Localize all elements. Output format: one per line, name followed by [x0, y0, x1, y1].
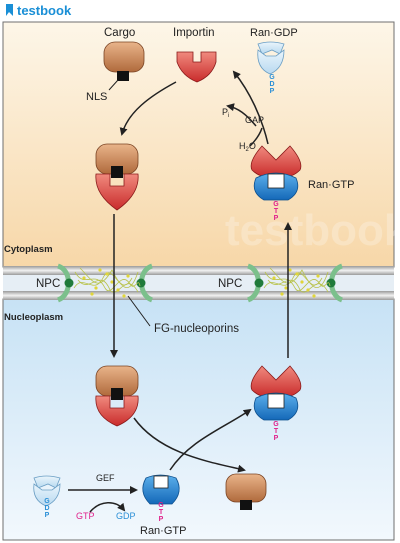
fg-dots-left [82, 268, 130, 298]
ran-gdp-bottom-letter-g: G [44, 498, 50, 505]
label-gef: GEF [96, 473, 115, 483]
label-nucleoplasm: Nucleoplasm [4, 312, 63, 323]
nuclear-envelope [3, 266, 394, 300]
label-importin: Importin [173, 27, 215, 39]
brand-name: testbook [17, 3, 72, 18]
label-pi: Pi [222, 107, 229, 119]
npc-right [246, 263, 344, 303]
label-gap: GAP [245, 115, 264, 125]
arrow-pi-release [226, 103, 257, 127]
ran-gdp-top: G D P [257, 41, 285, 95]
label-fg-nucleoporins: FG-nucleoporins [154, 323, 239, 335]
ran-gtp-bottom-letter-g: G [158, 502, 164, 509]
arrow-ran-binds-importin [169, 408, 252, 471]
label-cytoplasm: Cytoplasm [4, 244, 53, 255]
ran-gtp-bottom-letter-p: P [159, 516, 164, 523]
watermark: testbook [225, 206, 400, 255]
ran-gtp-importin-cytoplasm: G T P [250, 145, 302, 222]
ran-gdp-bottom-letter-p: P [45, 512, 50, 519]
ran-gdp-top-letter-d: D [269, 81, 274, 88]
ran-gtp-nuc-letter-t: T [274, 428, 279, 435]
label-npc-left: NPC [36, 278, 60, 290]
arrow-gtp-hydrolysis [232, 70, 269, 145]
ran-gtp-bottom-letter-t: T [159, 509, 164, 516]
ran-gdp-top-letter-p: P [270, 88, 275, 95]
label-npc-right: NPC [218, 278, 242, 290]
label-ran-gtp-bottom: Ran·GTP [140, 525, 186, 537]
arrow-h2o-in [249, 127, 263, 147]
ran-gtp-bottom: G T P [142, 474, 180, 523]
fg-mesh-right [263, 267, 331, 293]
nucleoplasm-region [2, 298, 395, 541]
npc-left [56, 263, 154, 303]
label-nls: NLS [86, 91, 107, 103]
nls-pointer [108, 79, 119, 91]
ran-gtp-cyto-letter-p: P [274, 215, 279, 222]
brand-logo: testbook [6, 3, 72, 18]
ran-gdp-bottom-letter-d: D [44, 505, 49, 512]
importin-top [176, 51, 217, 83]
label-gtp-in: GTP [76, 511, 95, 521]
fg-mesh-left [73, 267, 141, 293]
label-h2o: H2O [239, 141, 256, 153]
ran-gdp-top-letter-g: G [269, 74, 275, 81]
fg-dots-right [272, 268, 320, 298]
ran-gtp-nuc-letter-g: G [273, 421, 279, 428]
ran-gtp-nuc-letter-p: P [274, 435, 279, 442]
label-ran-gtp-top: Ran·GTP [308, 179, 354, 191]
arrow-cargo-release [133, 417, 246, 473]
cargo-protein-released [225, 473, 267, 510]
import-complex-cytoplasm [95, 143, 139, 211]
cargo-protein-top [103, 41, 145, 81]
label-cargo: Cargo [104, 27, 135, 39]
label-gdp-out: GDP [116, 511, 136, 521]
ran-gtp-importin-nucleus: G T P [250, 365, 302, 442]
arrow-gtp-gdp-swap [89, 502, 126, 513]
ran-gtp-cyto-letter-t: T [274, 208, 279, 215]
arrow-bind-cargo [119, 81, 177, 136]
ran-gtp-cyto-letter-g: G [273, 201, 279, 208]
fg-pointer [127, 295, 151, 327]
ran-gdp-bottom: G D P [33, 475, 61, 519]
arrows [68, 70, 292, 513]
brand-icon [6, 4, 13, 16]
label-ran-gdp-top: Ran·GDP [250, 27, 298, 39]
import-complex-nucleus [95, 365, 139, 427]
